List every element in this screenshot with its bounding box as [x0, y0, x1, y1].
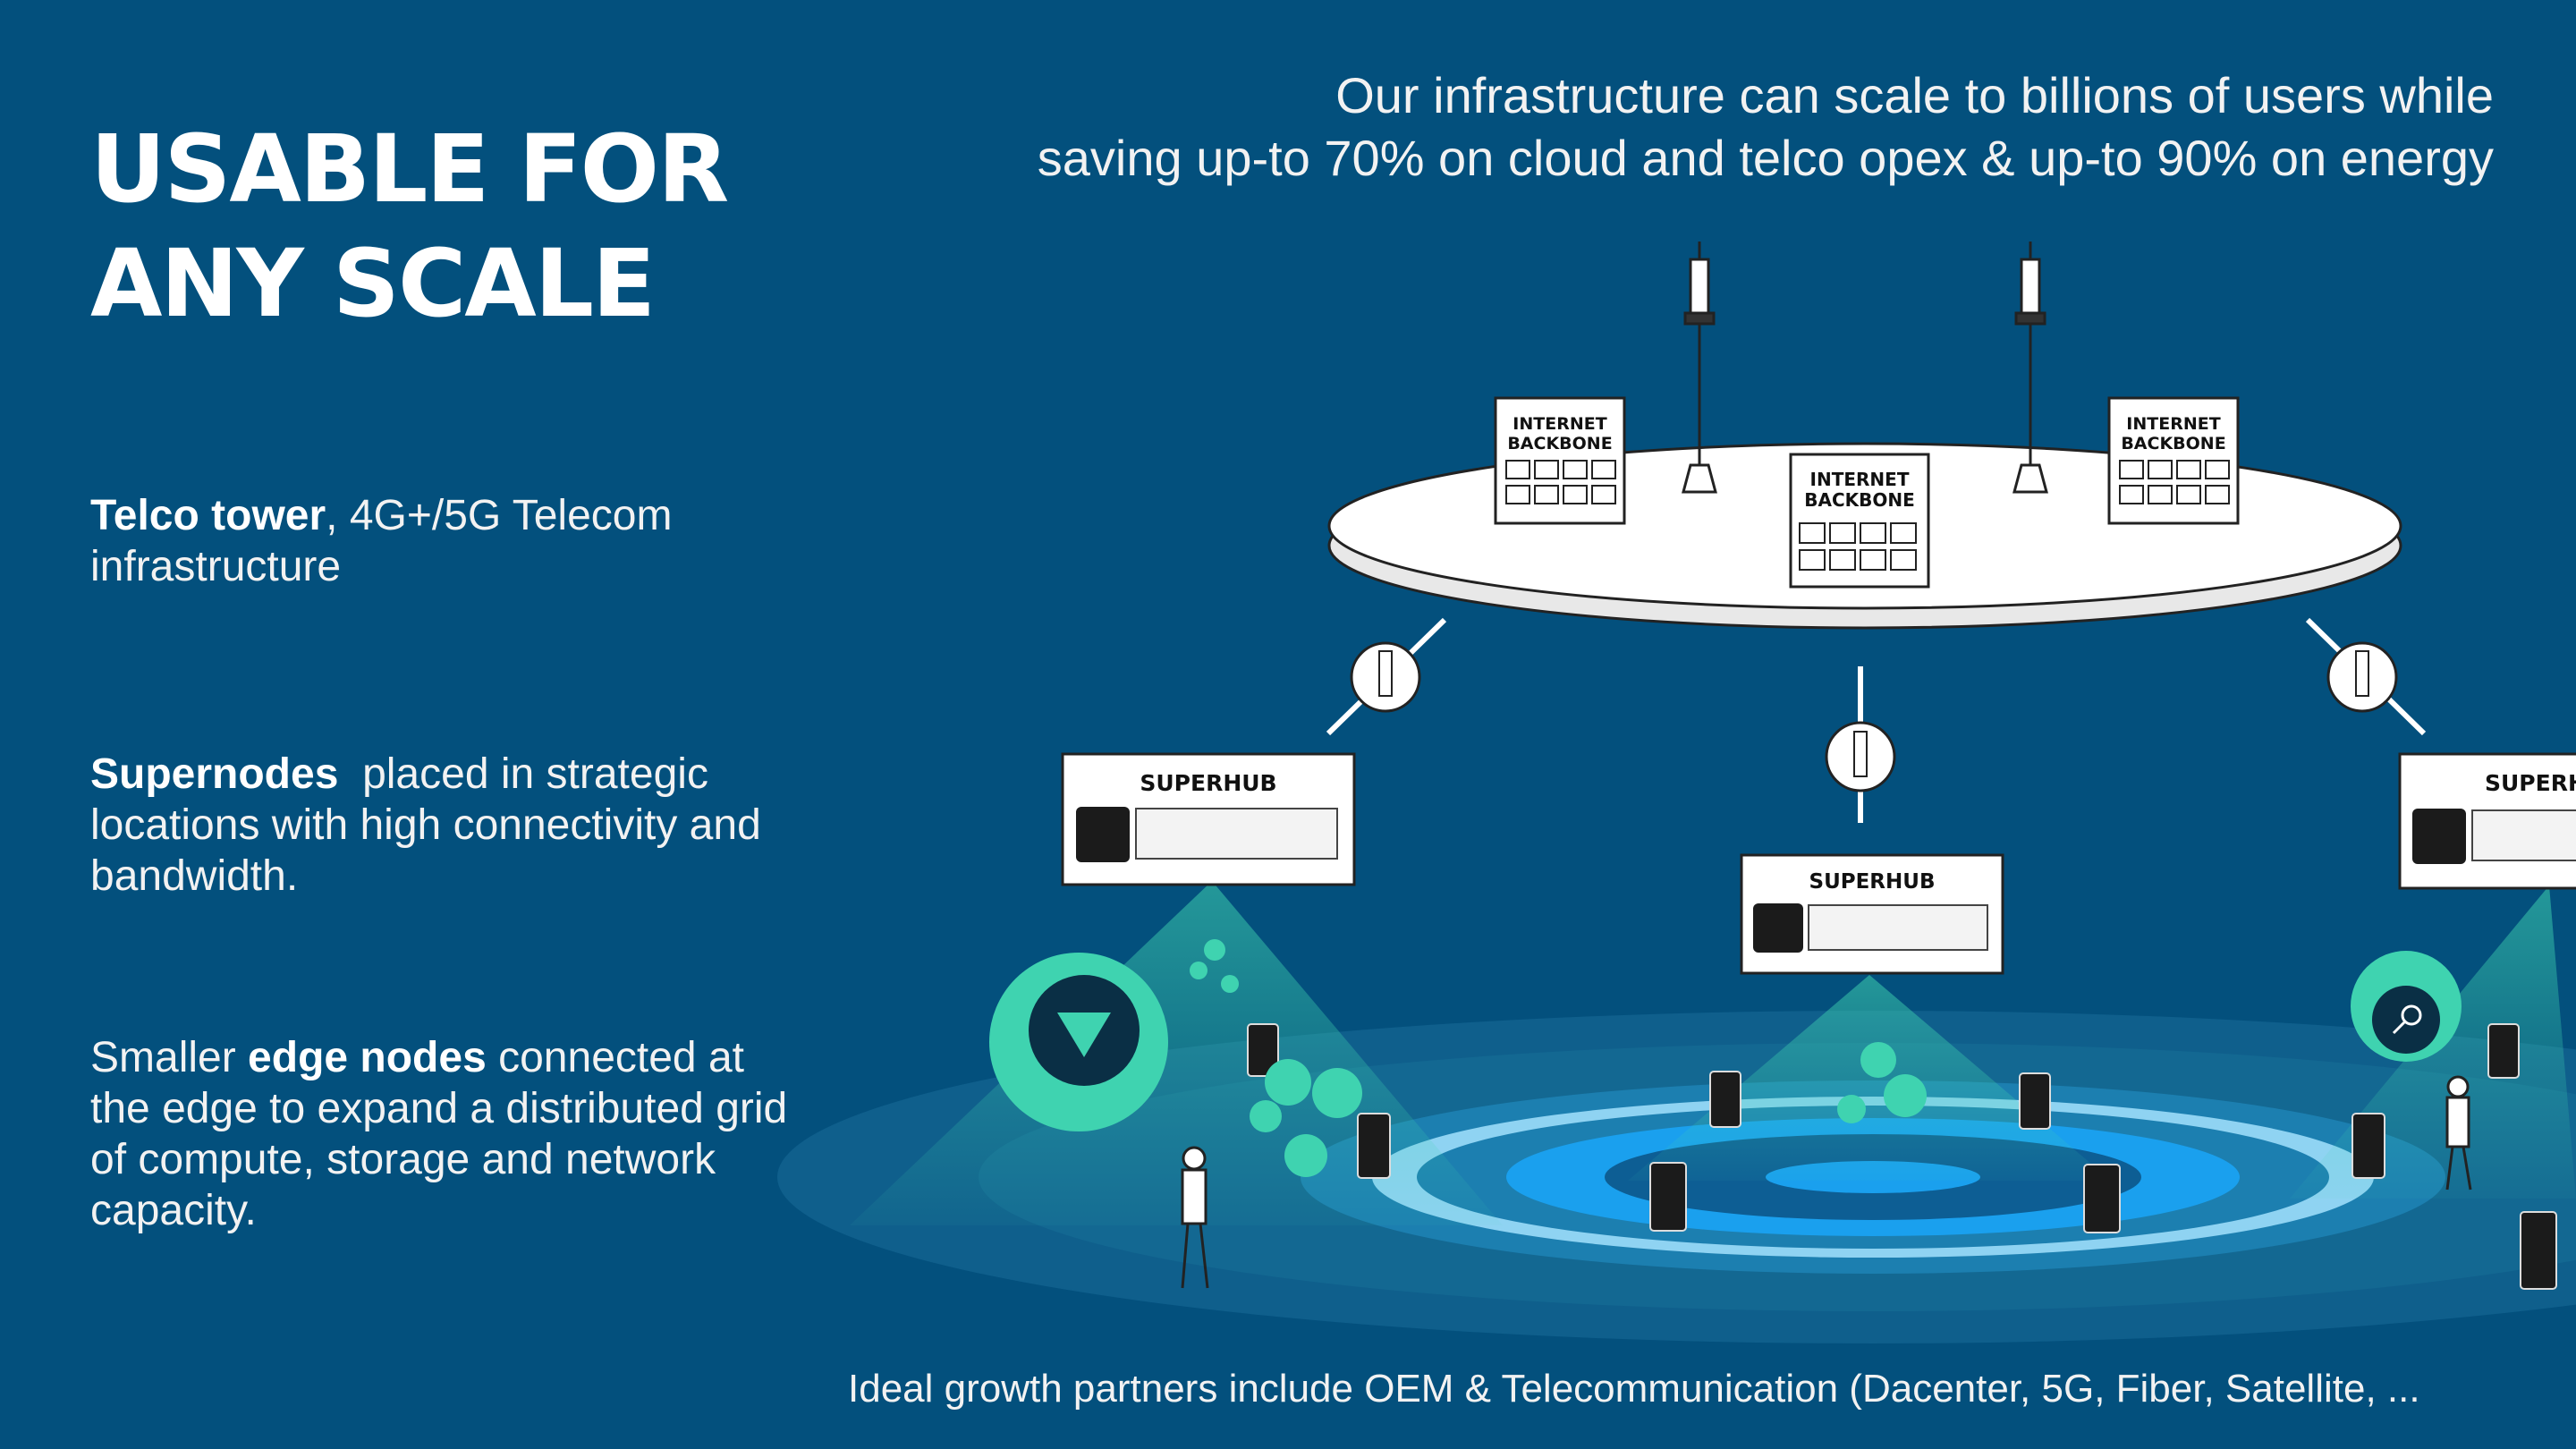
superhub-beam-left	[850, 881, 1503, 1225]
point-prefix: Smaller	[90, 1034, 249, 1081]
internet-backbone-building: INTERNET BACKBONE	[2107, 396, 2240, 525]
antenna-node-icon	[1825, 721, 1896, 792]
download-badge-icon	[989, 953, 1168, 1131]
point-bold: edge nodes	[248, 1034, 487, 1081]
backbone-label: BACKBONE	[1804, 489, 1915, 511]
internet-backbone-building: INTERNET BACKBONE	[1789, 453, 1930, 589]
internet-backbone-building: INTERNET BACKBONE	[1494, 396, 1626, 525]
superhub-label: SUPERHUB	[1140, 770, 1276, 796]
superhub-beam-center	[1628, 975, 2111, 1181]
subtitle-line-2: saving up-to 70% on cloud and telco opex…	[1037, 130, 2494, 186]
superhub-right: SUPERH	[2398, 752, 2576, 890]
person-icon	[2445, 1075, 2472, 1191]
molecule-icons	[1190, 939, 1927, 1177]
backbone-label: INTERNET	[1810, 469, 1910, 490]
point-text: placed in strategic locations with high …	[90, 750, 774, 900]
backbone-label: BACKBONE	[2121, 434, 2225, 453]
edge-node-icons	[1247, 1023, 2557, 1290]
superhub-label: SUPERH	[2485, 770, 2576, 796]
footer-note: Ideal growth partners include OEM & Tele…	[848, 1367, 2420, 1411]
point-edge-nodes: Smaller edge nodes connected at the edge…	[90, 1032, 788, 1236]
point-bold: Supernodes	[90, 750, 339, 798]
search-badge-icon	[2351, 951, 2462, 1062]
point-supernodes: Supernodes placed in strategic locations…	[90, 749, 770, 902]
backbone-label: INTERNET	[1513, 414, 1606, 434]
backbone-label: BACKBONE	[1507, 434, 1612, 453]
person-icon	[1181, 1146, 1209, 1289]
point-bold: Telco tower	[90, 492, 326, 539]
point-text: , 4G+/5G Telecom infrastructure	[90, 492, 673, 590]
telco-tower-icon	[1682, 242, 1717, 494]
network-links	[1326, 617, 2427, 823]
title-line-2: ANY SCALE	[90, 229, 656, 338]
superhub-center: SUPERHUB	[1740, 853, 2004, 975]
backbone-label: INTERNET	[2126, 414, 2220, 434]
telco-tower-icon	[2012, 242, 2048, 494]
point-telco-tower: Telco tower, 4G+/5G Telecom infrastructu…	[90, 490, 806, 592]
subtitle: Our infrastructure can scale to billions…	[794, 64, 2494, 190]
point-text: connected at the edge to expand a distri…	[90, 1034, 788, 1234]
page-title: USABLE FOR ANY SCALE	[90, 112, 729, 341]
antenna-node-icon	[1350, 641, 1421, 713]
subtitle-line-1: Our infrastructure can scale to billions…	[1335, 67, 2494, 123]
superhub-label: SUPERHUB	[1809, 870, 1936, 894]
superhub-left: SUPERHUB	[1061, 752, 1356, 886]
antenna-node-icon	[2326, 641, 2398, 713]
title-line-1: USABLE FOR	[90, 114, 729, 224]
